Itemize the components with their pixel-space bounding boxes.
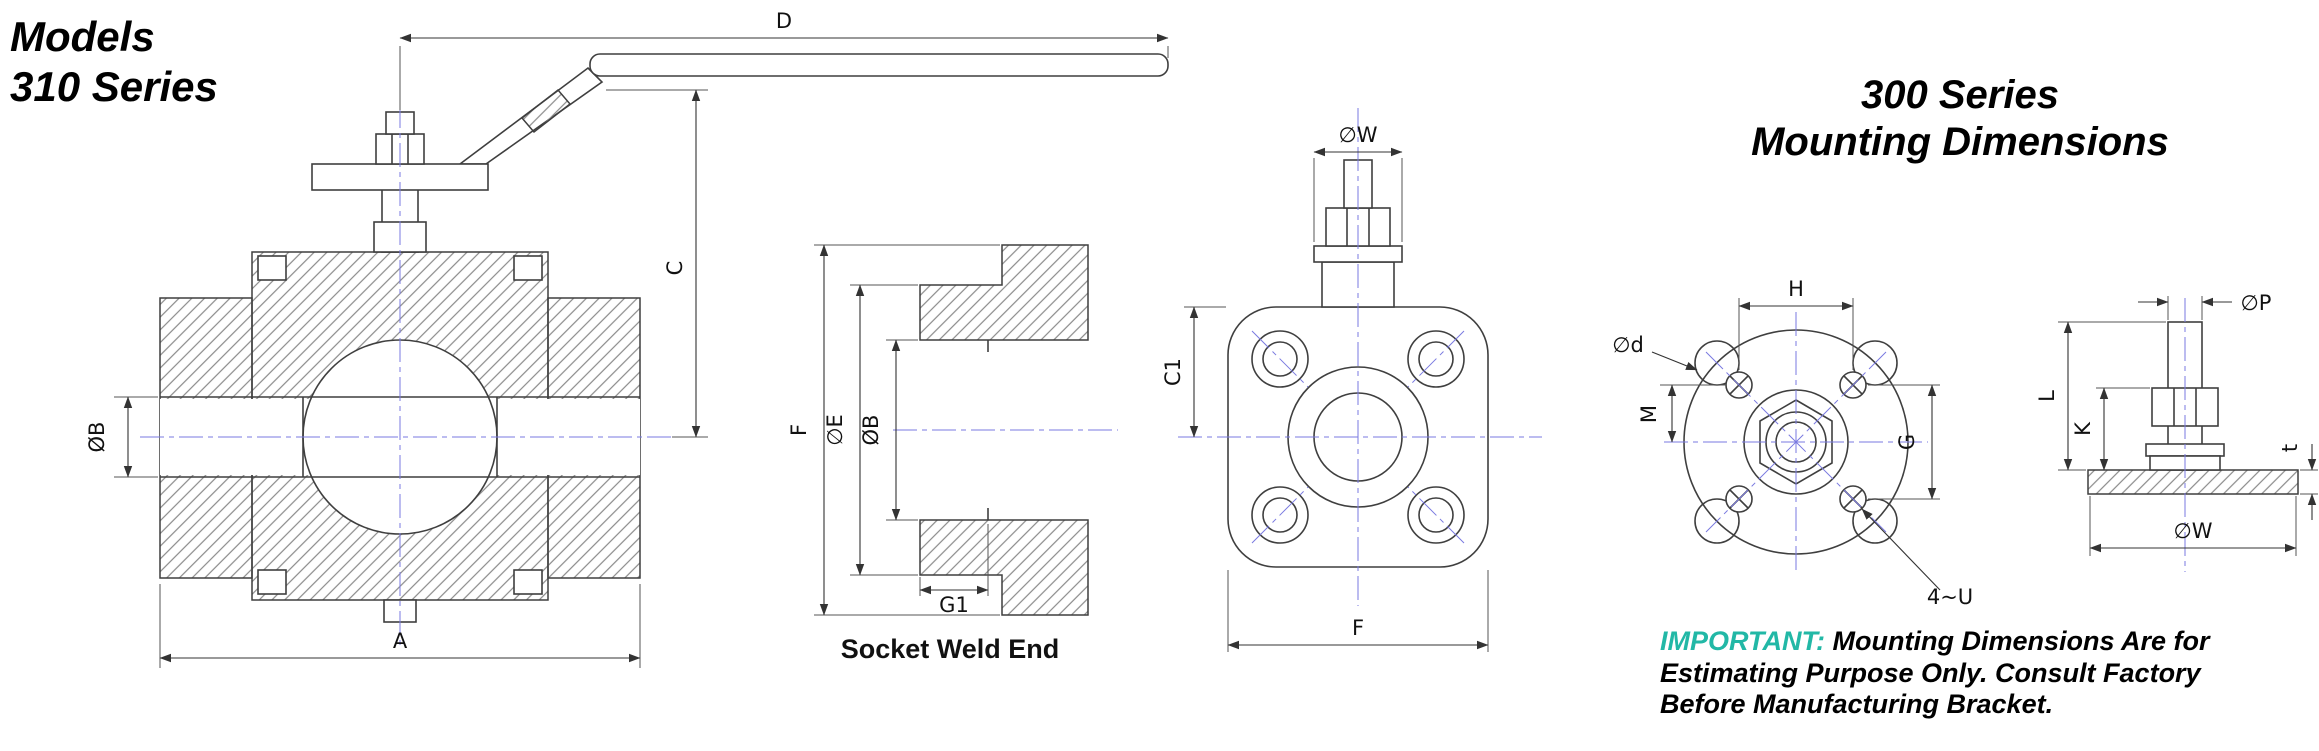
important-note-line2: Estimating Purpose Only. Consult Factory	[1660, 657, 2201, 688]
dim-label-d: ∅d	[1612, 333, 1644, 357]
models-series-title: Models 310 Series	[10, 12, 218, 113]
mounting-pattern-view: H G M ∅d 4~U	[1612, 277, 1973, 609]
dim-label-e: ∅E	[823, 414, 847, 446]
dim-label-h: H	[1788, 277, 1804, 301]
important-text-1: Mounting Dimensions Are for	[1832, 626, 2210, 656]
mounting-title-line1: 300 Series	[1861, 73, 2059, 117]
dim-label-c: C	[663, 261, 687, 276]
dim-label-u: 4~U	[1927, 585, 1973, 609]
dim-label-a: A	[393, 629, 408, 653]
dim-label-bore: ØB	[859, 415, 883, 446]
dim-label-w: ∅W	[2173, 519, 2212, 543]
body-bolt	[257, 569, 287, 595]
mounting-dimensions-title: 300 Series Mounting Dimensions	[1690, 72, 2230, 166]
handle-sleeve	[520, 88, 572, 134]
models-title-line2: 310 Series	[10, 63, 218, 111]
dim-label-l: L	[2035, 390, 2059, 402]
mounting-title-line2: Mounting Dimensions	[1751, 120, 2169, 165]
dim-label-g: G	[1895, 434, 1919, 450]
bolt-centerline	[1407, 486, 1465, 544]
important-label: IMPORTANT:	[1660, 626, 1825, 656]
dim-label-t: t	[2278, 444, 2302, 452]
dim-label-k: K	[2071, 421, 2095, 436]
dim-label-f: F	[1352, 616, 1364, 640]
dim-label-f: F	[787, 424, 811, 436]
body-bolt	[513, 569, 543, 595]
body-bolt	[257, 255, 287, 281]
socket-section-bottom	[919, 519, 1089, 616]
important-note: IMPORTANT: Mounting Dimensions Are for E…	[1660, 626, 2300, 721]
socket-section-top	[919, 244, 1089, 341]
dim-label-m: M	[1637, 405, 1661, 423]
handle-grip	[589, 53, 1169, 77]
dim-label-bore: ØB	[85, 422, 109, 453]
socket-weld-end-caption: Socket Weld End	[840, 634, 1060, 664]
dim-label-c1: C1	[1161, 358, 1185, 386]
socket-weld-end-view: F ∅E ØB G1	[787, 244, 1118, 617]
body-bolt	[513, 255, 543, 281]
top-view-valve: ∅W C1 F	[1161, 108, 1542, 652]
models-title-line1: Models	[10, 13, 155, 60]
bolt-centerline	[1251, 330, 1309, 388]
diagonal-centerline	[1705, 351, 1887, 533]
dim-label-d: D	[776, 9, 792, 33]
dim-label-g1: G1	[939, 593, 969, 617]
mounting-side-view: ∅P K L t ∅W	[2035, 291, 2318, 572]
important-note-line1: IMPORTANT: Mounting Dimensions Are for	[1660, 626, 2300, 658]
bolt-centerline	[1407, 330, 1465, 388]
dim-label-w: ∅W	[1338, 123, 1377, 147]
bracket-plate	[2087, 469, 2299, 495]
mounting-ear	[1694, 498, 1740, 544]
bolt-centerline	[1251, 486, 1309, 544]
front-view-valve: D C ØB A	[85, 9, 1169, 668]
dim-label-p: ∅P	[2241, 291, 2272, 315]
important-note-line3: Before Manufacturing Bracket.	[1660, 689, 2054, 720]
